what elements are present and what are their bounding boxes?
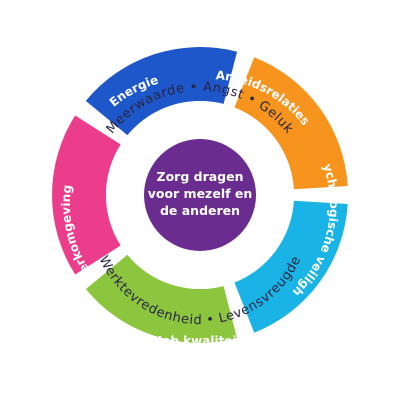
center-line-2: voor mezelf en [148, 186, 253, 201]
segment-energie [85, 47, 238, 136]
center-disc [144, 139, 256, 251]
center-line-3: de anderen [160, 203, 240, 218]
ring-separator-dot: • [189, 80, 203, 95]
center-line-1: Zorg dragen [157, 169, 244, 184]
ring-separator-dot: • [206, 312, 221, 328]
segment-arbeidsrelaties [234, 57, 348, 190]
segment-job-kwaliteit [85, 254, 238, 343]
segment-psychologische-veiligheid [234, 200, 348, 333]
outer-segments [51, 47, 348, 343]
center-text: Zorg dragen voor mezelf en de anderen [148, 169, 253, 218]
segment-werkomgeving [51, 115, 121, 275]
segment-label-job-kwaliteit: Job kwaliteit [157, 334, 243, 348]
